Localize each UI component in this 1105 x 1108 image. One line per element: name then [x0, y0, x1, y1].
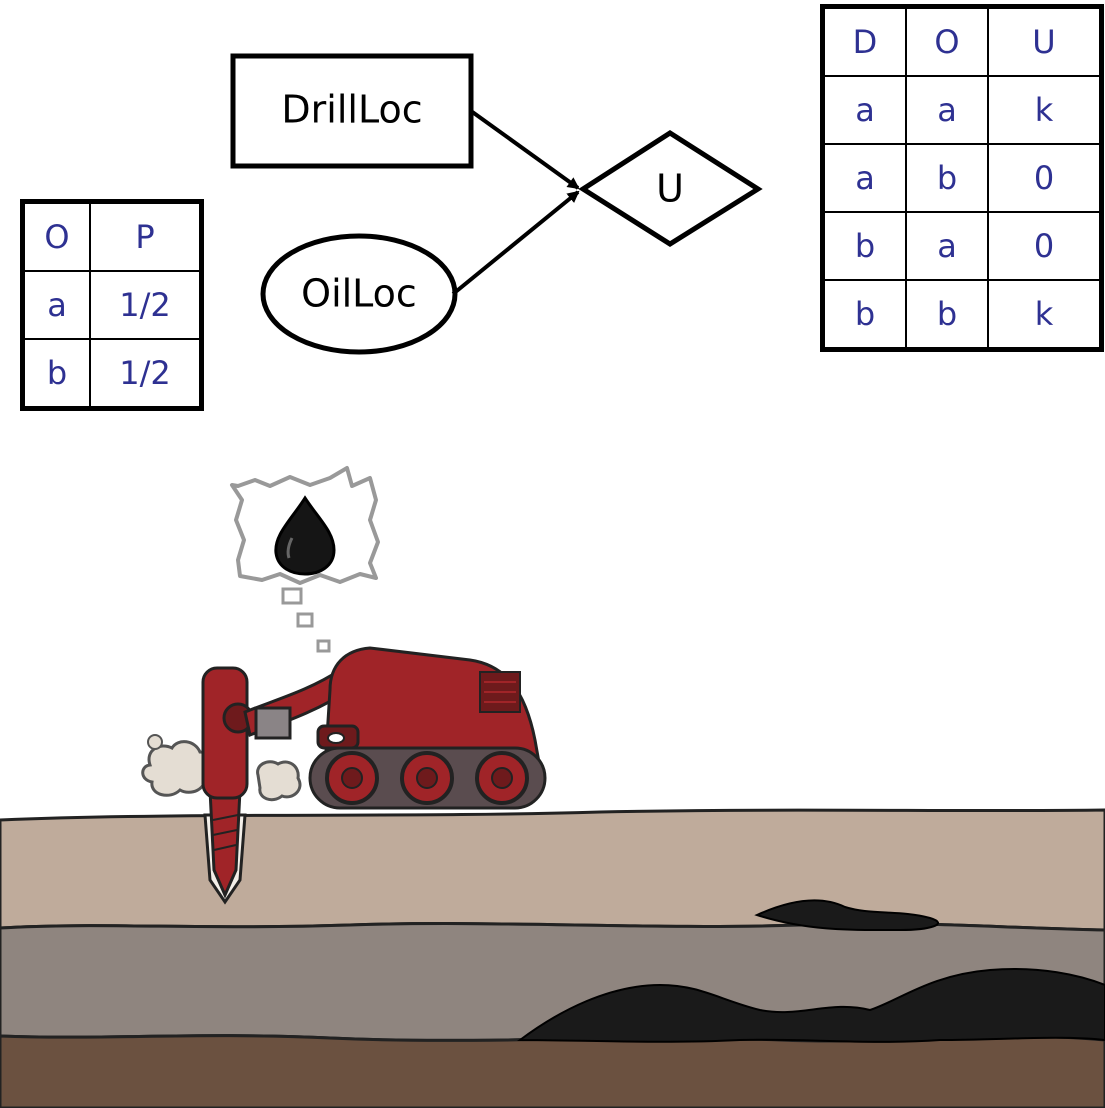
utility-node: U [578, 130, 763, 247]
drillloc-node: DrillLoc [230, 53, 474, 169]
table-header-cell: U [987, 5, 1103, 77]
table-cell: b [905, 143, 989, 213]
utility-label: U [656, 167, 684, 211]
table-cell: a [905, 75, 989, 145]
table-cell: a [821, 75, 907, 145]
table-cell: 1/2 [89, 338, 203, 410]
table-cell: 1/2 [89, 270, 203, 340]
table-row: b 1/2 [21, 338, 203, 410]
oil-drop-icon [274, 495, 336, 576]
table-cell: a [821, 143, 907, 213]
table-cell: k [987, 279, 1103, 351]
table-cell: 0 [987, 143, 1103, 213]
oilloc-label: OilLoc [301, 272, 417, 316]
table-cell: a [905, 211, 989, 281]
drillloc-label: DrillLoc [281, 88, 422, 132]
oil-pocket [754, 899, 939, 932]
oilloc-node: OilLoc [260, 233, 458, 355]
table-header-cell: O [905, 5, 989, 77]
table-header-cell: D [821, 5, 907, 77]
table-header-row: D O U [821, 5, 1103, 77]
ground-strata [0, 808, 1105, 1108]
table-cell: 0 [987, 211, 1103, 281]
table-cell: b [905, 279, 989, 351]
table-cell: b [821, 211, 907, 281]
table-row: a b 0 [821, 143, 1103, 213]
table-cell: b [821, 279, 907, 351]
oilloc-probability-table: O P a 1/2 b 1/2 [20, 199, 204, 411]
table-header-cell: P [89, 200, 203, 272]
arrow-drillloc-to-utility [469, 109, 580, 190]
table-row: a 1/2 [21, 270, 203, 340]
drilling-robot-icon [141, 646, 547, 905]
oil-pocket [516, 968, 1105, 1043]
table-row: b b k [821, 279, 1103, 351]
table-header-cell: O [21, 200, 91, 272]
arrow-oilloc-to-utility [451, 190, 580, 296]
table-cell: a [21, 270, 91, 340]
utility-table: D O U a a k a b 0 b a 0 b b k [820, 4, 1104, 352]
table-row: a a k [821, 75, 1103, 145]
table-header-row: O P [21, 200, 203, 272]
table-cell: k [987, 75, 1103, 145]
table-row: b a 0 [821, 211, 1103, 281]
table-cell: b [21, 338, 91, 410]
